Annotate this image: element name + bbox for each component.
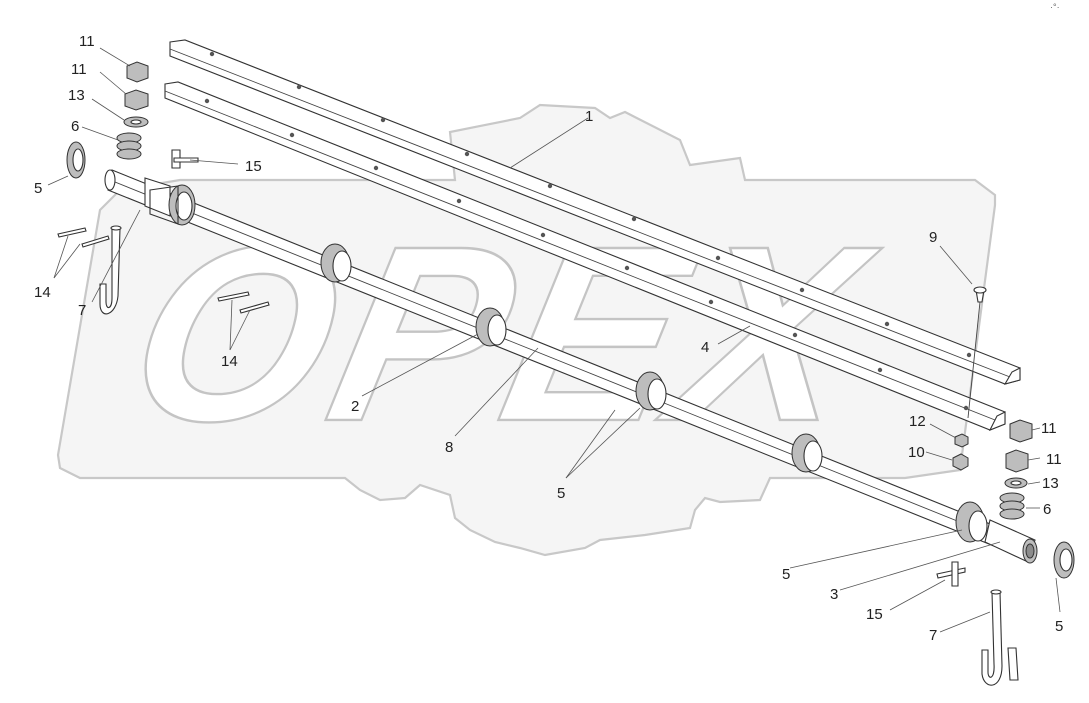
bushing-4: [791, 433, 823, 473]
bushing-2: [475, 307, 507, 347]
callout-11: 11: [1041, 420, 1057, 437]
callout-5: 5: [782, 566, 790, 583]
callout-12: 12: [909, 413, 926, 430]
rail-upper: [169, 39, 1021, 385]
callout-7: 7: [929, 627, 937, 644]
callout-6: 6: [71, 118, 79, 135]
left-j-bolt: [99, 225, 122, 315]
callout-11: 11: [71, 61, 87, 78]
callout-4: 4: [701, 339, 709, 356]
callout-14: 14: [34, 284, 51, 301]
right-hardware: [936, 286, 1075, 587]
callout-1: 1: [585, 108, 593, 125]
left-pins: [57, 227, 270, 314]
callout-5: 5: [1055, 618, 1063, 635]
left-hardware-stack: [66, 61, 199, 179]
callout-7: 7: [78, 302, 86, 319]
bushing-left-end: [144, 177, 196, 226]
callout-3: 3: [830, 586, 838, 603]
callout-6: 6: [1043, 501, 1051, 518]
leader-lines: [47, 47, 1061, 633]
callout-11: 11: [1046, 451, 1062, 468]
callout-9: 9: [929, 229, 937, 246]
callout-5: 5: [34, 180, 42, 197]
callout-13: 13: [1042, 475, 1059, 492]
callout-13: 13: [68, 87, 85, 104]
bushing-3: [635, 371, 667, 411]
rail-lower: [164, 81, 1006, 432]
bushing-1: [320, 243, 352, 283]
callout-8: 8: [445, 439, 453, 456]
callouts: 11 11 13 6 5 15 14 7 14 1 2 8 5 4 9 12 1…: [34, 33, 1063, 644]
callout-14: 14: [221, 353, 238, 370]
callout-11: 11: [79, 33, 95, 50]
right-j-bolt: [981, 589, 1019, 686]
corner-mark: ·°·: [1050, 2, 1060, 12]
callout-10: 10: [908, 444, 925, 461]
callout-5: 5: [557, 485, 565, 502]
callout-15: 15: [245, 158, 262, 175]
callout-15: 15: [866, 606, 883, 623]
bushing-right-end: [955, 501, 988, 543]
callout-2: 2: [351, 398, 359, 415]
